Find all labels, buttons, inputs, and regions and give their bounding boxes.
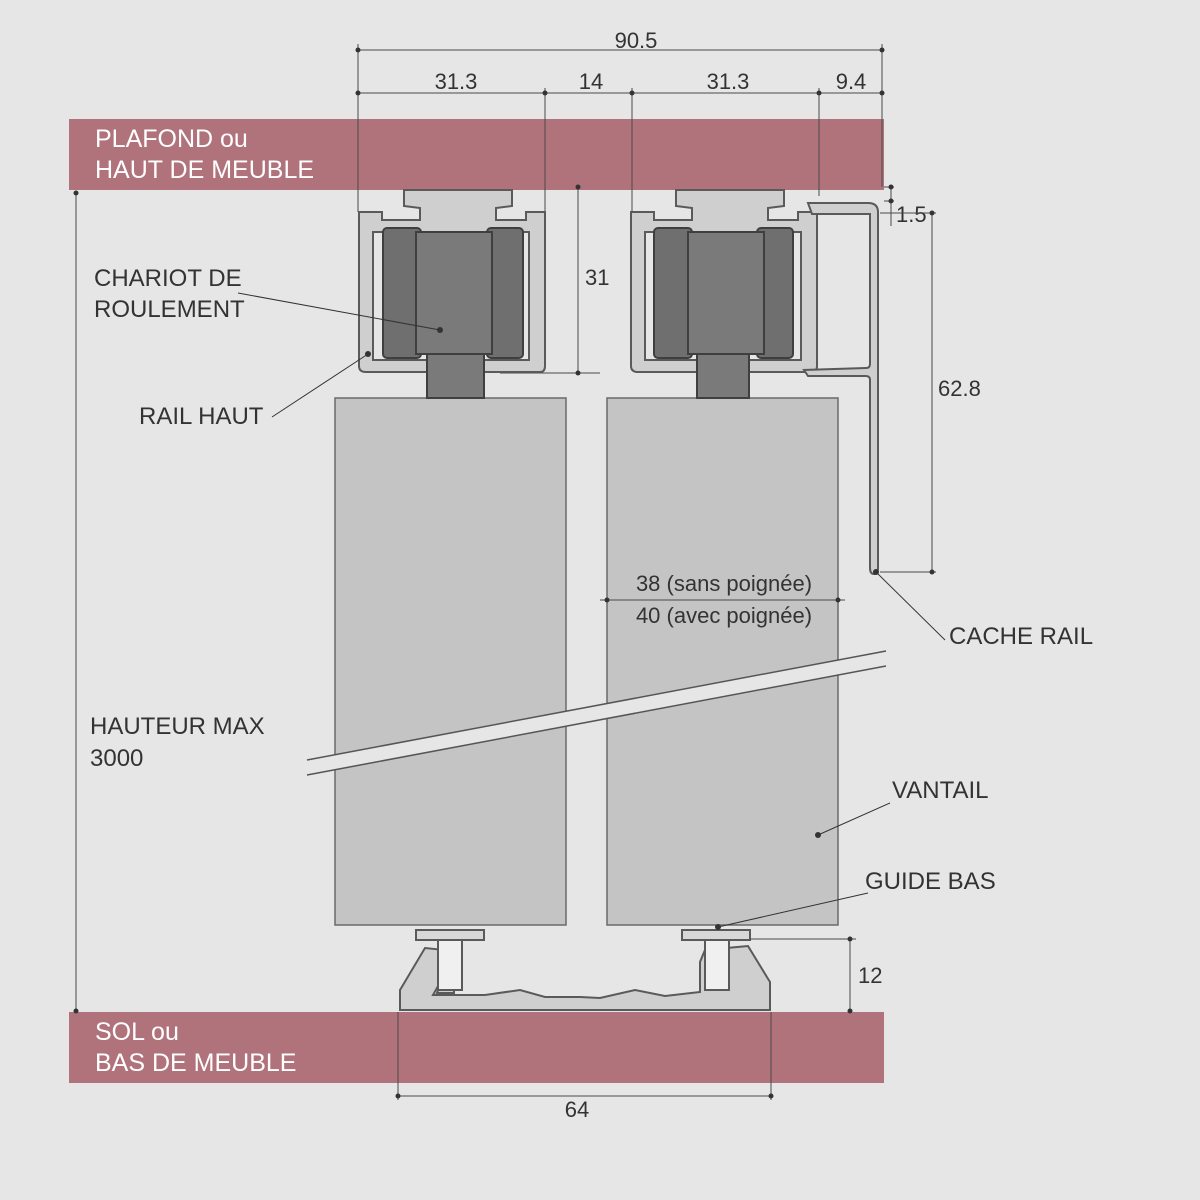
dim-cover-gap: 1.5 xyxy=(896,202,927,227)
top-dimensions xyxy=(355,44,885,212)
height-dimension-line xyxy=(73,190,79,1014)
dim-rail-height: 31 xyxy=(585,265,609,290)
dim-gap: 14 xyxy=(579,69,603,94)
floor-band xyxy=(69,1012,884,1083)
dim-rail-width-right: 31.3 xyxy=(707,69,750,94)
floor-label-line1: SOL ou xyxy=(95,1018,179,1046)
dim-rail-width-left: 31.3 xyxy=(435,69,478,94)
dim-cover-height: 62.8 xyxy=(938,376,981,401)
label-cache-rail: CACHE RAIL xyxy=(949,623,1093,650)
floor-label-line2: BAS DE MEUBLE xyxy=(95,1049,296,1077)
cache-rail-cover xyxy=(802,202,879,576)
label-hauteur-line1: HAUTEUR MAX xyxy=(90,713,265,740)
ceiling-band xyxy=(69,119,884,190)
ceiling-label-line1: PLAFOND ou xyxy=(95,125,248,153)
label-hauteur-line2: 3000 xyxy=(90,745,143,772)
cover-height-dimension xyxy=(880,210,936,575)
bottom-guide-rail xyxy=(399,929,771,1011)
door-panel-right xyxy=(606,397,839,926)
dim-guide-height: 12 xyxy=(858,963,882,988)
trolley-left xyxy=(382,227,524,399)
label-chariot-line1: CHARIOT DE xyxy=(94,265,242,292)
leader-lines xyxy=(237,292,946,930)
guide-height-dimension xyxy=(750,936,856,1014)
door-thickness-dimension xyxy=(600,597,845,603)
dim-door-thickness-line2: 40 (avec poignée) xyxy=(636,603,812,628)
dim-door-thickness-line1: 38 (sans poignée) xyxy=(636,571,812,596)
dim-total-width: 90.5 xyxy=(615,28,658,53)
label-rail-haut: RAIL HAUT xyxy=(139,403,264,430)
trolley-right xyxy=(653,227,794,399)
label-guide-bas: GUIDE BAS xyxy=(865,868,996,895)
dim-guide-width: 64 xyxy=(565,1097,589,1122)
break-marks xyxy=(306,650,887,776)
cover-gap-dimension xyxy=(884,184,894,226)
door-panel-left xyxy=(334,397,567,926)
dim-cover-offset: 9.4 xyxy=(836,69,867,94)
guide-width-dimension xyxy=(395,1012,774,1100)
label-vantail: VANTAIL xyxy=(892,777,988,804)
ceiling-label-line2: HAUT DE MEUBLE xyxy=(95,156,314,184)
label-chariot-line2: ROULEMENT xyxy=(94,296,245,323)
